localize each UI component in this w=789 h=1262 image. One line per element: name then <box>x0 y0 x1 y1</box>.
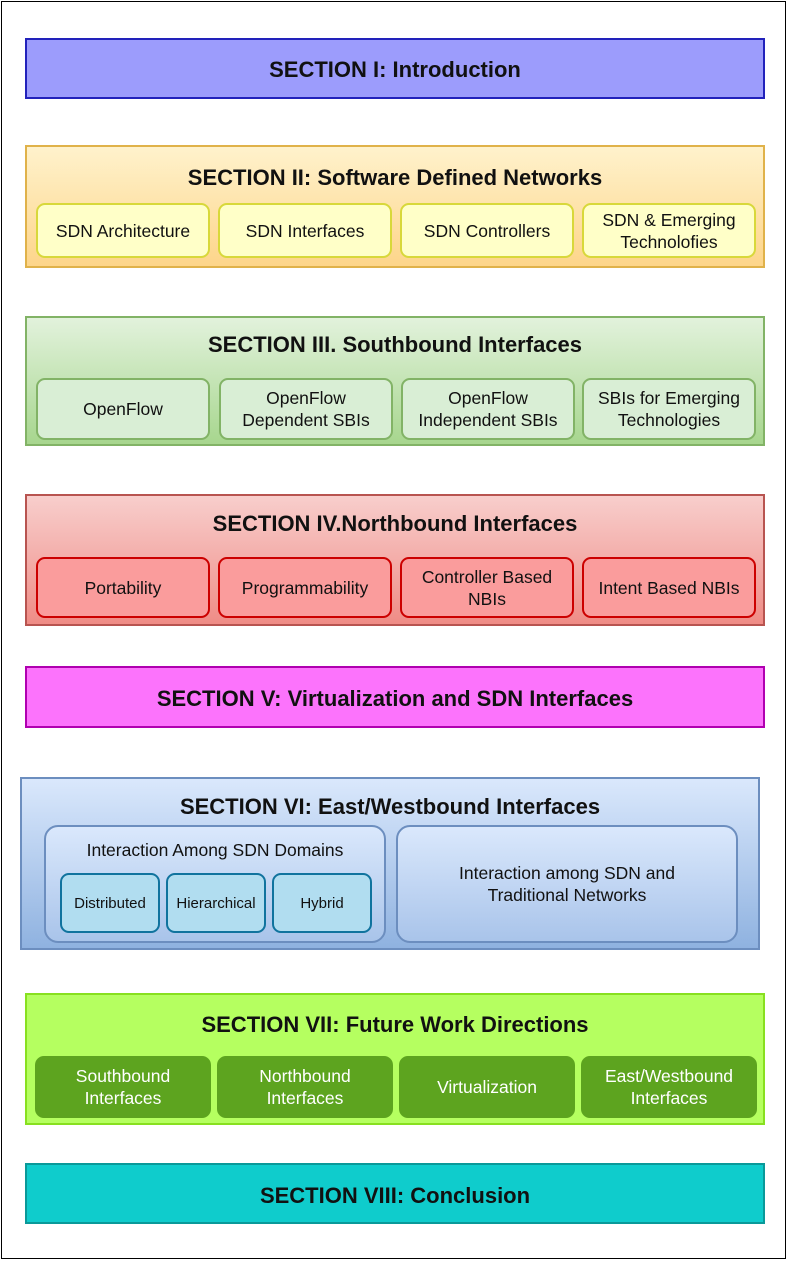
section-title: SECTION IV.Northbound Interfaces <box>212 511 578 536</box>
topic-intent-based-nbis: Intent Based NBIs <box>582 557 756 618</box>
section-title: SECTION I: Introduction <box>269 57 521 82</box>
topic-portability: Portability <box>36 557 210 618</box>
topic-future-northbound-interfaces: Northbound Interfaces <box>217 1056 393 1118</box>
group-title: Interaction Among SDN Domains <box>86 840 344 860</box>
section-title: SECTION III. Southbound Interfaces <box>207 332 583 357</box>
topic-sdn-emerging-technologies: SDN & Emerging Technolofies <box>582 203 756 258</box>
topic-openflow-dependent-sbis: OpenFlow Dependent SBIs <box>219 378 393 440</box>
section-title: SECTION II: Software Defined Networks <box>187 165 603 190</box>
section-introduction: SECTION I: Introduction <box>25 38 765 99</box>
topic-sbis-emerging-technologies: SBIs for Emerging Technologies <box>582 378 756 440</box>
topic-openflow: OpenFlow <box>36 378 210 440</box>
section-northbound-interfaces: SECTION IV.Northbound Interfaces Portabi… <box>25 494 765 626</box>
topic-controller-based-nbis: Controller Based NBIs <box>400 557 574 618</box>
group-interaction-among-sdn-domains: Interaction Among SDN Domains Distribute… <box>44 825 386 943</box>
topic-sdn-interfaces: SDN Interfaces <box>218 203 392 258</box>
topic-future-southbound-interfaces: Southbound Interfaces <box>35 1056 211 1118</box>
section-east-westbound-interfaces: SECTION VI: East/Westbound Interfaces In… <box>20 777 760 950</box>
group-interaction-sdn-traditional-networks: Interaction among SDN and Traditional Ne… <box>396 825 738 943</box>
topic-sdn-architecture: SDN Architecture <box>36 203 210 258</box>
section-southbound-interfaces: SECTION III. Southbound Interfaces OpenF… <box>25 316 765 446</box>
topic-hierarchical: Hierarchical <box>166 873 266 933</box>
topic-distributed: Distributed <box>60 873 160 933</box>
section-title: SECTION VIII: Conclusion <box>259 1183 531 1208</box>
section-title: SECTION VII: Future Work Directions <box>201 1012 589 1037</box>
topic-future-virtualization: Virtualization <box>399 1056 575 1118</box>
section-conclusion: SECTION VIII: Conclusion <box>25 1163 765 1224</box>
section-title: SECTION V: Virtualization and SDN Interf… <box>156 686 634 711</box>
topic-programmability: Programmability <box>218 557 392 618</box>
topic-future-east-westbound-interfaces: East/Westbound Interfaces <box>581 1056 757 1118</box>
section-software-defined-networks: SECTION II: Software Defined Networks SD… <box>25 145 765 268</box>
topic-sdn-controllers: SDN Controllers <box>400 203 574 258</box>
section-virtualization: SECTION V: Virtualization and SDN Interf… <box>25 666 765 728</box>
topic-hybrid: Hybrid <box>272 873 372 933</box>
section-title: SECTION VI: East/Westbound Interfaces <box>179 794 601 819</box>
section-future-work-directions: SECTION VII: Future Work Directions Sout… <box>25 993 765 1125</box>
topic-openflow-independent-sbis: OpenFlow Independent SBIs <box>401 378 575 440</box>
